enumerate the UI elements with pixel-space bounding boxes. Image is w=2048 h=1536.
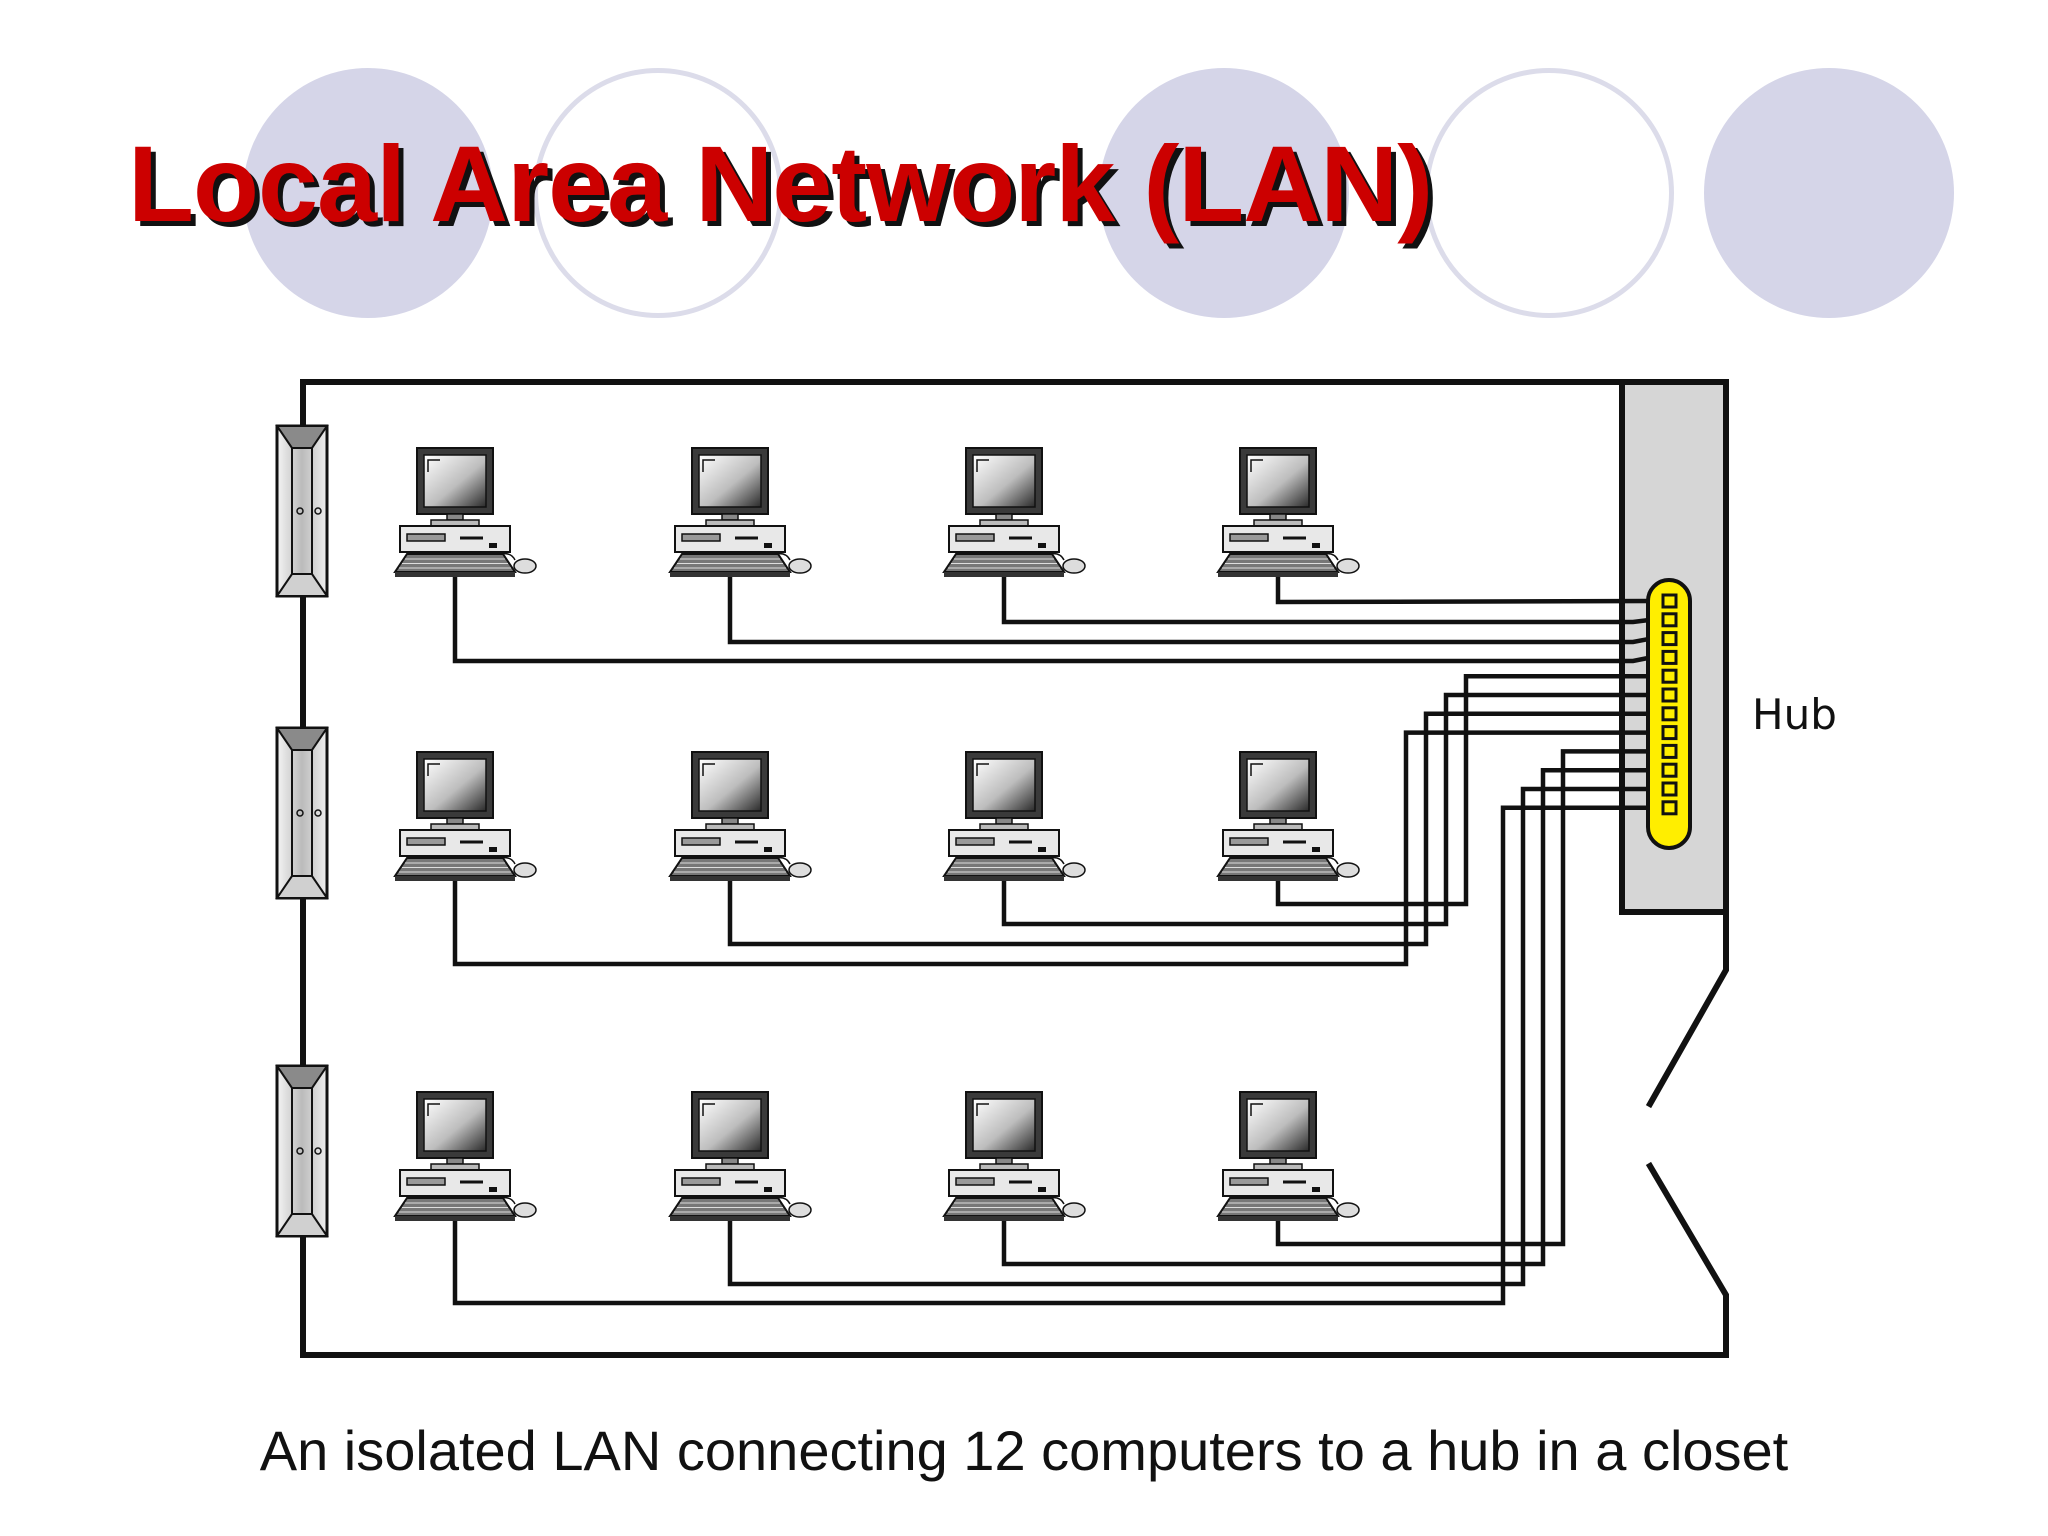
decor-circle-3 [1704,68,1954,318]
hub-port-7 [1661,706,1678,722]
computer-12 [1216,1091,1360,1221]
computer-1 [393,447,537,577]
hub [1646,578,1692,850]
cable-9 [1275,749,1663,1247]
cable-11 [727,786,1663,1287]
left-wall-windows [275,424,329,1238]
computer-4 [1216,447,1360,577]
window-2 [275,726,329,900]
cable-5 [1275,673,1663,907]
cable-10 [1001,767,1663,1267]
slide-title: Local Area Network (LAN) [128,123,1433,244]
hub-port-8 [1661,725,1678,741]
hub-port-6 [1661,687,1678,703]
room-walls [300,379,1729,1358]
network-cables [452,572,1664,1306]
computer-6 [668,751,812,881]
cable-2 [1001,572,1663,625]
computer-3 [942,447,1086,577]
cable-6 [1001,692,1663,927]
window-1 [275,424,329,598]
decor-circle-2 [1099,68,1349,318]
cable-4 [452,572,1663,664]
cable-12 [452,805,1663,1306]
computer-9 [393,1091,537,1221]
hub-label: Hub [1752,690,1837,739]
computer-2 [668,447,812,577]
computer-8 [1216,751,1360,881]
cable-1 [1275,572,1664,605]
hub-port-4 [1661,649,1678,665]
cable-7 [727,711,1663,947]
hub-port-12 [1661,800,1678,816]
computer-11 [942,1091,1086,1221]
decor-circle-1 [243,68,493,318]
hub-port-3 [1661,631,1678,647]
hub-port-10 [1661,762,1678,778]
window-3 [275,1064,329,1238]
hub-port-11 [1661,781,1678,797]
computer-10 [668,1091,812,1221]
hub-port-2 [1661,612,1678,628]
computer-5 [393,751,537,881]
hub-port-1 [1661,593,1678,609]
caption: An isolated LAN connecting 12 computers … [259,1419,1789,1482]
computer-7 [942,751,1086,881]
cable-3 [727,572,1663,645]
computers [393,447,1360,1221]
cable-8 [452,730,1663,967]
decor-ring-1 [533,68,783,318]
hub-port-9 [1661,743,1678,759]
decor-ring-2 [1424,68,1674,318]
hub-port-5 [1661,668,1678,684]
